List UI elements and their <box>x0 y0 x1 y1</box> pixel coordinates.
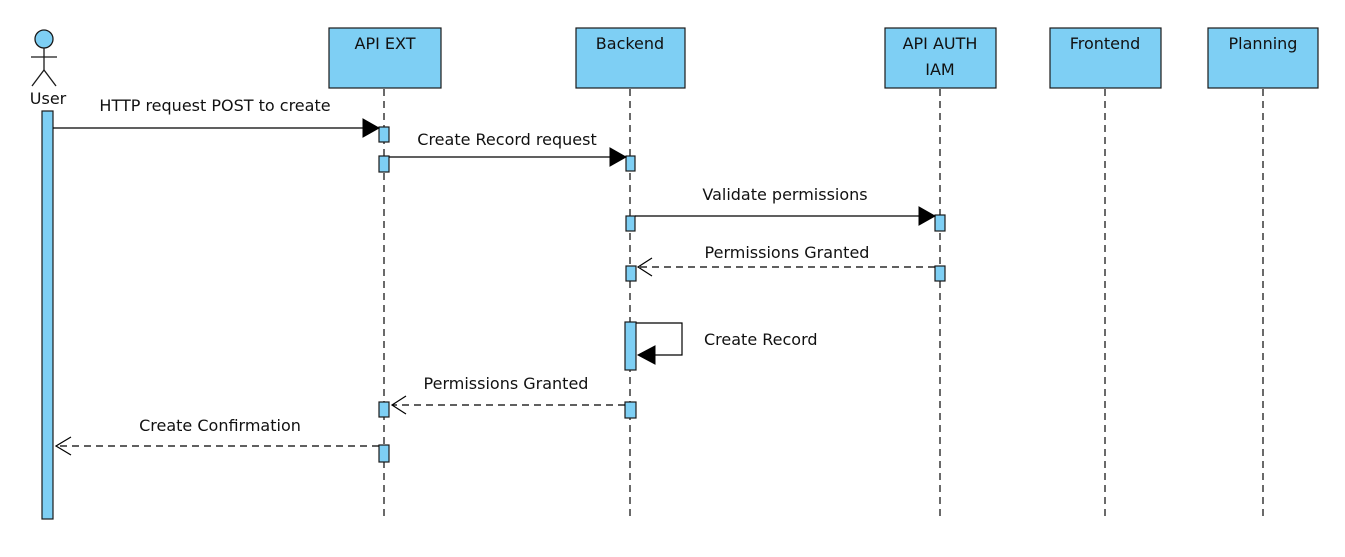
message-create-record-self: Create Record <box>636 322 818 365</box>
activation-api-ext-3 <box>378 401 390 418</box>
arrowhead-open-icon <box>636 257 653 277</box>
lifeline-box-backend <box>575 27 686 89</box>
lifeline-label-api-auth-line1: API AUTH <box>903 34 978 53</box>
lifeline-box-api-auth <box>884 27 997 89</box>
lifeline-frontend: Frontend <box>1049 27 1162 521</box>
lifeline-planning: Planning <box>1207 27 1319 521</box>
lifeline-label-api-auth-line2: IAM <box>925 60 954 79</box>
message-label: Create Confirmation <box>139 416 301 435</box>
actor-user: User <box>30 29 67 520</box>
message-label: Permissions Granted <box>705 243 870 262</box>
message-label: HTTP request POST to create <box>99 96 330 115</box>
activation-api-ext-4 <box>378 444 390 463</box>
lifeline-box-frontend <box>1049 27 1162 89</box>
arrowhead-open-icon <box>54 436 72 456</box>
arrowhead-open-icon <box>390 395 407 415</box>
lifeline-label-planning: Planning <box>1229 34 1298 53</box>
actor-activation-bar <box>41 110 54 520</box>
message-validate-permissions: Validate permissions <box>635 185 937 226</box>
lifeline-box-api-ext <box>328 27 442 89</box>
message-label: Create Record <box>704 330 818 349</box>
activation-backend-4 <box>624 321 637 371</box>
message-permissions-granted-1: Permissions Granted <box>636 243 935 277</box>
activation-backend-3 <box>625 265 637 282</box>
message-label: Validate permissions <box>702 185 867 204</box>
message-create-record-request: Create Record request <box>389 130 628 167</box>
message-permissions-granted-2: Permissions Granted <box>390 374 625 415</box>
message-label: Permissions Granted <box>424 374 589 393</box>
arrowhead-filled-icon <box>918 206 937 226</box>
lifeline-label-frontend: Frontend <box>1070 34 1141 53</box>
message-create-confirmation: Create Confirmation <box>54 416 379 456</box>
activation-api-auth-1 <box>934 214 946 232</box>
activation-api-auth-2 <box>934 265 946 282</box>
lifeline-api-auth: API AUTH IAM <box>884 27 997 521</box>
lifeline-box-planning <box>1207 27 1319 89</box>
activation-backend-5 <box>624 401 637 419</box>
activation-backend-1 <box>625 155 636 172</box>
activation-api-ext-2 <box>378 155 390 173</box>
arrowhead-filled-icon <box>636 345 656 365</box>
message-label: Create Record request <box>417 130 596 149</box>
actor-label: User <box>30 89 67 108</box>
arrowhead-filled-icon <box>362 118 381 138</box>
lifeline-label-backend: Backend <box>596 34 664 53</box>
lifeline-label-api-ext: API EXT <box>355 34 416 53</box>
message-http-request: HTTP request POST to create <box>53 96 381 138</box>
arrowhead-filled-icon <box>609 147 628 167</box>
activation-api-ext-1 <box>378 126 390 143</box>
activation-backend-2 <box>625 215 636 232</box>
actor-head-icon <box>34 29 54 49</box>
